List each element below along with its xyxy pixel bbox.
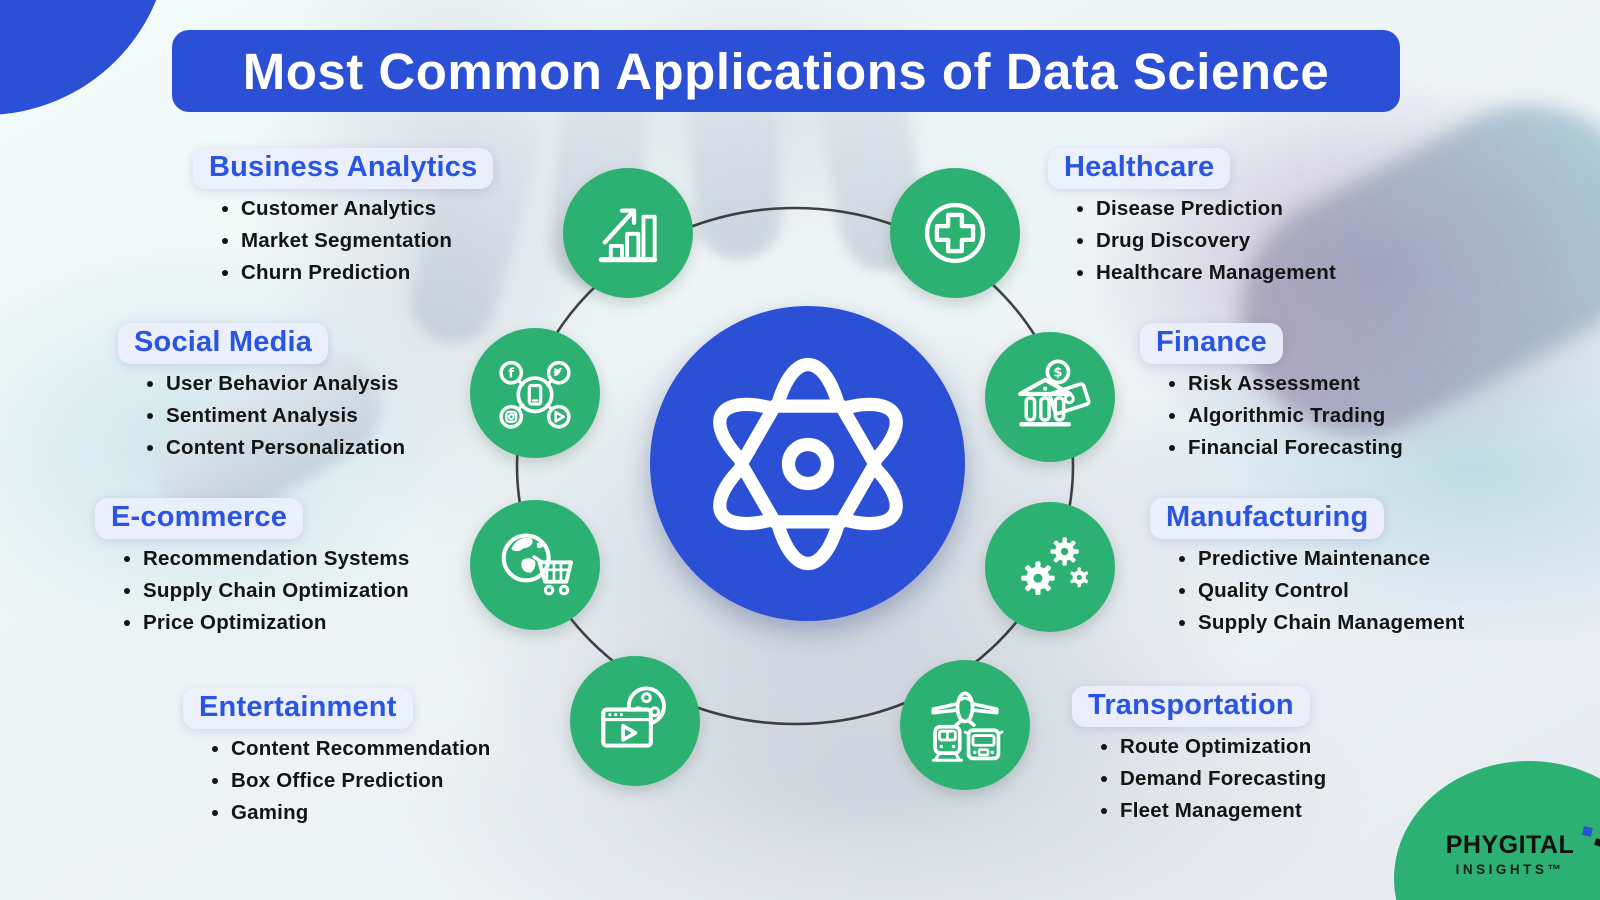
- category-finance: Finance Risk Assessment Algorithmic Trad…: [1140, 323, 1403, 468]
- svg-text:$: $: [1053, 366, 1062, 381]
- category-items: Predictive Maintenance Quality Control S…: [1150, 547, 1465, 635]
- ecommerce-node: [470, 500, 600, 630]
- category-heading: Finance: [1140, 323, 1283, 364]
- category-items: User Behavior Analysis Sentiment Analysi…: [118, 372, 405, 460]
- category-heading: Manufacturing: [1150, 498, 1385, 539]
- list-item: Sentiment Analysis: [166, 404, 405, 428]
- list-item: Gaming: [231, 801, 491, 825]
- globe-cart-icon: [501, 533, 574, 596]
- atom-icon: [712, 357, 903, 570]
- category-ecommerce: E-commerce Recommendation Systems Supply…: [95, 498, 409, 643]
- category-items: Route Optimization Demand Forecasting Fl…: [1072, 735, 1326, 823]
- list-item: Drug Discovery: [1096, 229, 1336, 253]
- bar-chart-icon: [598, 208, 658, 263]
- list-item: Supply Chain Optimization: [143, 579, 409, 603]
- page-title: Most Common Applications of Data Science: [242, 42, 1330, 100]
- list-item: User Behavior Analysis: [166, 372, 405, 396]
- brand-subtitle: INSIGHTS™: [1455, 862, 1565, 877]
- list-item: Box Office Prediction: [231, 769, 491, 793]
- logo-blue-square-icon: [1582, 826, 1593, 837]
- list-item: Customer Analytics: [241, 197, 493, 221]
- data-science-hub: [650, 306, 965, 621]
- finance-node: $: [985, 332, 1115, 462]
- brand-name: PHYGITAL: [1445, 831, 1575, 859]
- vehicles-icon: [931, 691, 1004, 762]
- gears-icon: [1021, 537, 1089, 595]
- list-item: Content Personalization: [166, 436, 405, 460]
- transportation-node: [900, 660, 1030, 790]
- social-network-icon: f: [499, 360, 571, 429]
- list-item: Demand Forecasting: [1120, 767, 1326, 791]
- brand-logo: PHYGITAL INSIGHTS™: [1420, 826, 1600, 877]
- manufacturing-node: [985, 502, 1115, 632]
- category-entertainment: Entertainment Content Recommendation Box…: [183, 688, 491, 833]
- category-transportation: Transportation Route Optimization Demand…: [1072, 686, 1326, 831]
- category-heading: Social Media: [118, 323, 329, 364]
- list-item: Predictive Maintenance: [1198, 547, 1465, 571]
- category-items: Recommendation Systems Supply Chain Opti…: [95, 547, 409, 635]
- list-item: Churn Prediction: [241, 261, 493, 285]
- category-heading: Entertainment: [183, 688, 413, 729]
- bank-money-icon: $: [1018, 359, 1091, 427]
- social-media-node: f: [470, 328, 600, 458]
- list-item: Disease Prediction: [1096, 197, 1336, 221]
- category-heading: E-commerce: [95, 498, 304, 539]
- list-item: Market Segmentation: [241, 229, 493, 253]
- category-business-analytics: Business Analytics Customer Analytics Ma…: [193, 148, 494, 293]
- category-healthcare: Healthcare Disease Prediction Drug Disco…: [1048, 148, 1336, 293]
- list-item: Quality Control: [1198, 579, 1465, 603]
- category-items: Disease Prediction Drug Discovery Health…: [1048, 197, 1336, 285]
- category-items: Risk Assessment Algorithmic Trading Fina…: [1140, 372, 1403, 460]
- media-player-icon: [601, 686, 666, 748]
- list-item: Algorithmic Trading: [1188, 404, 1403, 428]
- category-items: Content Recommendation Box Office Predic…: [183, 737, 491, 825]
- list-item: Route Optimization: [1120, 735, 1326, 759]
- list-item: Healthcare Management: [1096, 261, 1336, 285]
- list-item: Supply Chain Management: [1198, 611, 1465, 635]
- category-items: Customer Analytics Market Segmentation C…: [193, 197, 493, 285]
- svg-text:f: f: [508, 367, 514, 382]
- list-item: Fleet Management: [1120, 799, 1326, 823]
- category-heading: Business Analytics: [193, 148, 494, 189]
- category-heading: Transportation: [1072, 686, 1310, 727]
- title-banner: Most Common Applications of Data Science: [172, 30, 1400, 112]
- business-analytics-node: [563, 168, 693, 298]
- healthcare-node: [890, 168, 1020, 298]
- category-heading: Healthcare: [1048, 148, 1231, 189]
- category-social-media: Social Media User Behavior Analysis Sent…: [118, 323, 405, 468]
- entertainment-node: [570, 656, 700, 786]
- list-item: Content Recommendation: [231, 737, 491, 761]
- list-item: Financial Forecasting: [1188, 436, 1403, 460]
- medical-cross-icon: [924, 202, 986, 264]
- list-item: Price Optimization: [143, 611, 409, 635]
- list-item: Recommendation Systems: [143, 547, 409, 571]
- list-item: Risk Assessment: [1188, 372, 1403, 396]
- category-manufacturing: Manufacturing Predictive Maintenance Qua…: [1150, 498, 1465, 643]
